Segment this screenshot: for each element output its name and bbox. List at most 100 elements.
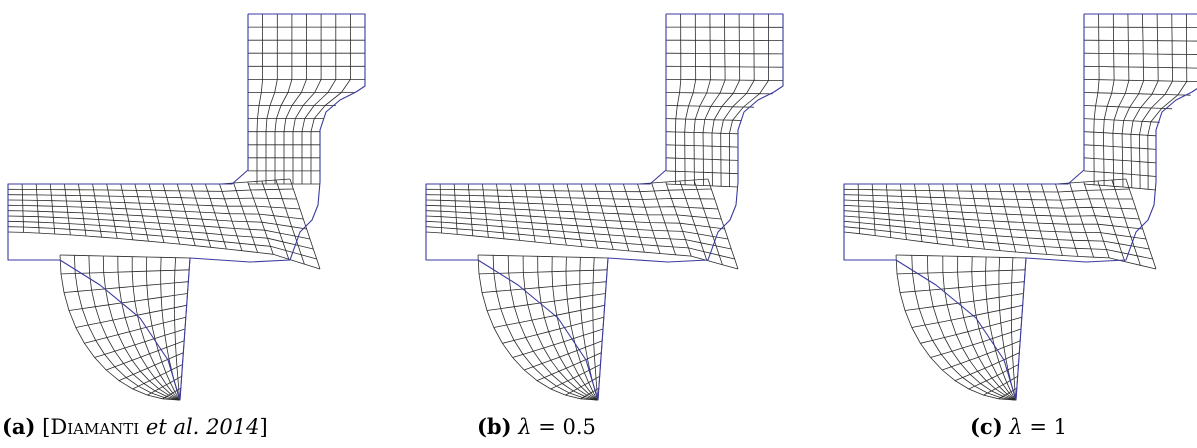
mesh-line [1083, 181, 1110, 259]
mesh-line [885, 183, 892, 238]
mesh-line [148, 183, 165, 243]
mesh-line [522, 255, 597, 401]
mesh-line [679, 180, 708, 261]
caption-a-author: Diamanti [50, 415, 140, 439]
mesh-line [857, 183, 860, 234]
mesh-line [957, 256, 1016, 401]
mesh-line [439, 183, 442, 234]
mesh-line [971, 256, 1016, 401]
domain-boundary [843, 13, 1197, 401]
mesh-line [983, 375, 1018, 396]
mesh-line [132, 364, 183, 390]
mesh-line [173, 257, 181, 401]
mesh-line [608, 183, 630, 252]
mesh-line [205, 183, 227, 250]
mesh-line [1041, 183, 1063, 256]
mesh-line [942, 255, 1015, 401]
caption-c-symbol: λ [1009, 415, 1023, 439]
mesh-line [594, 183, 614, 250]
mesh-line [895, 254, 1015, 401]
mesh-line [219, 183, 243, 251]
mesh-line [477, 254, 609, 259]
mesh-line [477, 254, 597, 401]
mesh-line [60, 269, 190, 275]
mesh-line [94, 328, 186, 358]
mesh-line [64, 183, 71, 235]
mesh-line [1055, 183, 1079, 257]
caption-a-year: 2014 [206, 415, 260, 439]
mesh-line [1147, 13, 1188, 190]
mesh-line [895, 254, 1027, 259]
mesh-line [524, 340, 603, 371]
mesh-line [1083, 157, 1157, 164]
mesh-line [565, 375, 600, 396]
mesh-line [665, 170, 739, 175]
caption-b-symbol: λ [518, 415, 532, 439]
mesh-line [92, 183, 102, 238]
mesh-line [871, 183, 876, 236]
mesh-line [247, 181, 274, 255]
mesh-line [537, 256, 598, 401]
mesh-line [968, 364, 1019, 390]
mesh-line [507, 255, 597, 401]
mesh-line [493, 304, 605, 328]
mesh-line [1121, 13, 1145, 188]
caption-a: (a) [Diamanti et al. 2014] [2, 414, 268, 439]
mesh-line [134, 183, 149, 242]
mesh-line [984, 183, 1001, 251]
mesh-line [292, 14, 322, 184]
mesh-line [120, 183, 134, 240]
mesh-line [162, 387, 181, 400]
mesh-line [1083, 170, 1157, 177]
mesh-line [1026, 183, 1048, 255]
mesh-line [538, 183, 552, 244]
mesh-line [478, 269, 608, 275]
mesh-line [1010, 257, 1017, 401]
mesh-line [1083, 39, 1197, 42]
mesh-line [565, 256, 598, 401]
mesh-line [920, 316, 1022, 344]
mesh-line [665, 79, 784, 81]
mesh-line [275, 179, 305, 265]
mesh-line [536, 352, 602, 381]
mesh-line [59, 254, 179, 401]
caption-c: (c) λ = 1 [970, 414, 1067, 439]
mesh-line [190, 183, 212, 248]
mesh-line [665, 65, 784, 68]
domain-boundary [425, 13, 784, 401]
mesh-line [265, 14, 278, 184]
mesh-line [985, 256, 1016, 401]
caption-a-tag: (a) [2, 414, 36, 439]
mesh-panel-a [7, 13, 366, 401]
mesh-line [106, 340, 185, 371]
caption-b: (b) λ = 0.5 [477, 414, 596, 439]
mesh-line [580, 387, 600, 400]
mesh-line [911, 304, 1023, 328]
caption-c-tag: (c) [970, 414, 1003, 439]
mesh-line [49, 183, 56, 235]
mesh-line [1083, 105, 1173, 110]
mesh-line [486, 293, 606, 311]
mesh-line [900, 183, 907, 240]
mesh-line [1083, 52, 1197, 55]
mesh-line [481, 281, 607, 293]
mesh-line [84, 316, 186, 344]
mesh-panel-b [425, 13, 784, 401]
mesh-line [970, 183, 985, 250]
mesh-line [512, 328, 604, 358]
mesh-line [35, 183, 40, 234]
mesh-line [998, 387, 1018, 400]
mesh-line [261, 180, 290, 260]
mesh-line [426, 178, 709, 185]
mesh-line [117, 256, 180, 401]
mesh-line [711, 13, 741, 186]
mesh-line [21, 183, 24, 233]
mesh-line [942, 183, 954, 246]
mesh-line [1083, 144, 1157, 150]
mesh-line [1125, 178, 1157, 270]
caption-b-value: 0.5 [562, 415, 596, 439]
mesh-line [492, 255, 597, 401]
mesh-line [566, 183, 583, 247]
caption-b-tag: (b) [477, 414, 512, 439]
